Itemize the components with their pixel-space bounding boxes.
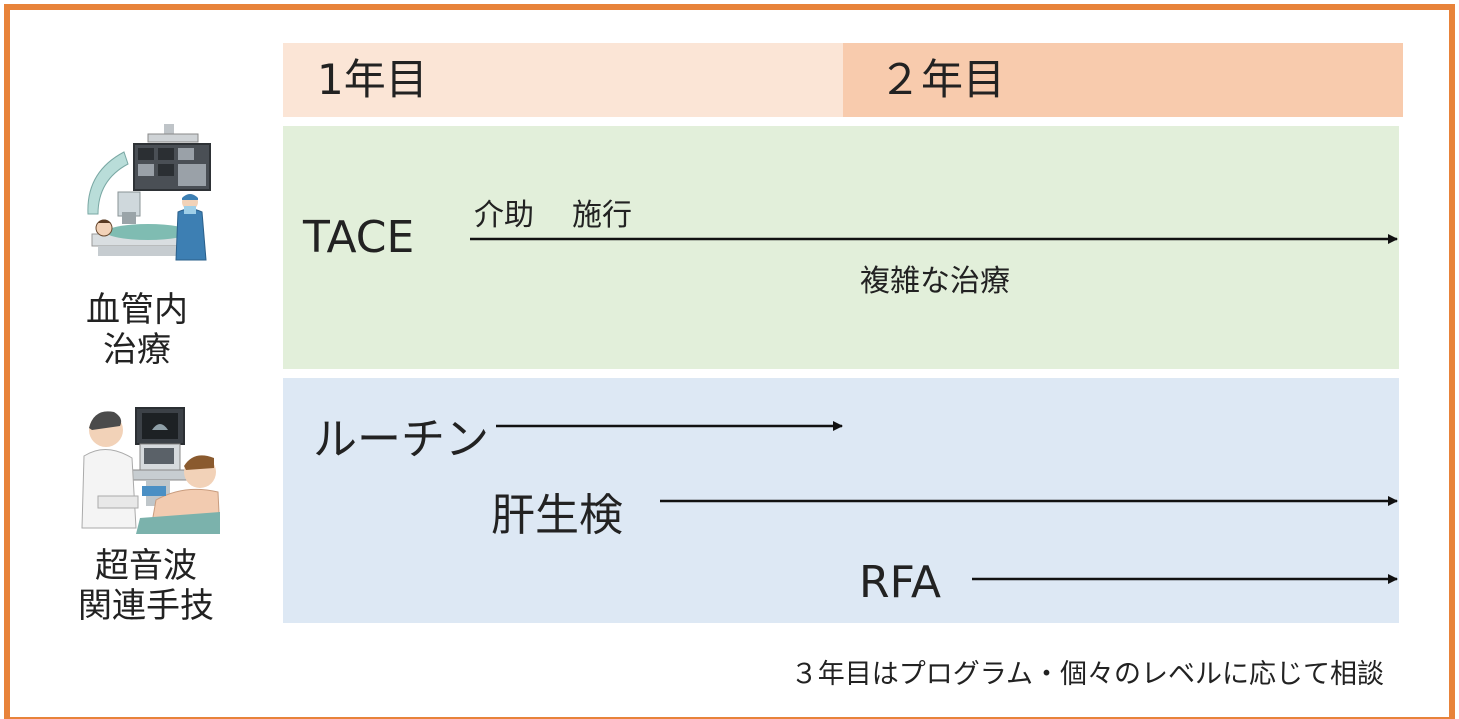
footnote: ３年目はプログラム・個々のレベルに応じて相談 [790, 659, 1384, 690]
liver-biopsy-label: 肝生検 [491, 490, 623, 541]
stage-perform-label: 施行 [572, 198, 632, 233]
year1-label: 1年目 [317, 55, 428, 104]
ultrasound-category-line2: 関連手技 [78, 586, 214, 626]
stage-assist-label: 介助 [474, 198, 534, 233]
year2-header: ２年目 [843, 43, 1403, 117]
year2-label: ２年目 [879, 55, 1006, 104]
rfa-label: RFA [859, 557, 941, 608]
angiography-room-icon [87, 124, 211, 261]
year1-header: 1年目 [283, 43, 843, 117]
tace-label: TACE [303, 212, 415, 263]
ultrasound-category-line1: 超音波 [95, 546, 197, 586]
vascular-category-line1: 血管内 [86, 290, 188, 330]
ultrasound-exam-icon [81, 407, 220, 534]
vascular-panel [283, 126, 1399, 369]
routine-label: ルーチン [313, 414, 489, 465]
advanced-treatment-label: 複雑な治療 [860, 264, 1010, 299]
vascular-category-label: 血管内 治療 [86, 290, 188, 370]
vascular-category-line2: 治療 [103, 330, 171, 370]
ultrasound-category-label: 超音波 関連手技 [78, 546, 214, 626]
